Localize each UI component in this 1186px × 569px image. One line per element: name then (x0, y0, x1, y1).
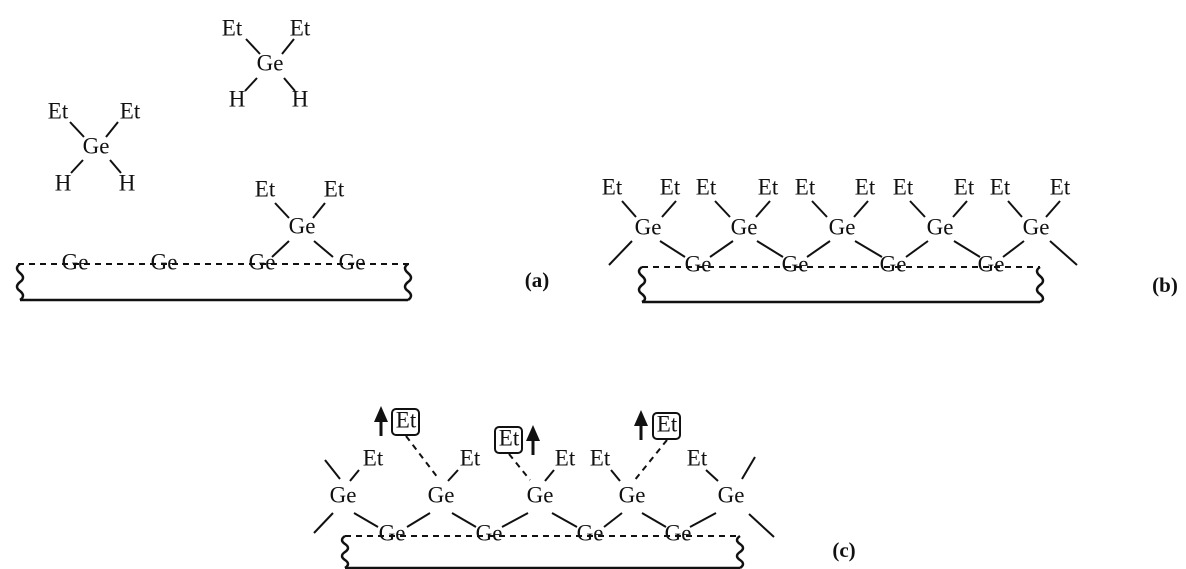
ethyl-bonds-b (621, 200, 1061, 218)
germanium-label: Ge (1023, 214, 1050, 239)
desorbing-ethyl-2: Et (494, 425, 540, 455)
ge-ge-bonds-c (353, 512, 717, 528)
surface-germanium-label: Ge (339, 249, 366, 274)
surface-slab-b: Ge Ge Ge Ge (637, 251, 1045, 304)
desorbing-ethyl-label: Et (396, 407, 417, 432)
surface-germanium-label: Ge (151, 249, 178, 274)
ethyl-label: Et (758, 174, 779, 199)
up-arrow-head-icon (526, 425, 540, 441)
germanium-label: Ge (330, 482, 357, 507)
germanium-label: Ge (257, 50, 284, 75)
surface-germanium-label: Ge (978, 251, 1005, 276)
germanium-label: Ge (527, 482, 554, 507)
germanium-label: Ge (428, 482, 455, 507)
ethyl-label: Et (893, 174, 914, 199)
panel-c: Et Et Et (313, 406, 856, 569)
ethyl-label: Et (602, 174, 623, 199)
surface-slab-a: Ge Ge Ge Ge (15, 249, 413, 302)
germanium-label: Ge (829, 214, 856, 239)
ethyl-label: Et (795, 174, 816, 199)
terminal-bonds-c (313, 456, 775, 538)
ethyl-label: Et (48, 98, 69, 123)
panel-label-c: (c) (832, 538, 855, 562)
ethyl-label: Et (120, 98, 141, 123)
ge-ge-bonds-b (608, 240, 1078, 266)
adsorbed-diethylgermane: Et Et Ge (255, 176, 345, 258)
germanium-label: Ge (635, 214, 662, 239)
surface-germanium-label: Ge (880, 251, 907, 276)
surface-germanium-label: Ge (782, 251, 809, 276)
surface-germanium-label: Ge (665, 520, 692, 545)
ethyl-label: Et (290, 15, 311, 40)
ethyl-label: Et (696, 174, 717, 199)
germanium-label: Ge (927, 214, 954, 239)
ethyl-label: Et (1050, 174, 1071, 199)
ethyl-label: Et (590, 445, 611, 470)
germanium-label: Ge (731, 214, 758, 239)
surface-germanium-label: Ge (476, 520, 503, 545)
ethyl-label: Et (363, 445, 384, 470)
surface-slab-c: Ge Ge Ge Ge (340, 520, 745, 569)
breaking-bonds-c (405, 435, 668, 482)
ethyl-label: Et (855, 174, 876, 199)
desorbing-ethyl-label: Et (657, 411, 678, 436)
germanium-label: Ge (289, 213, 316, 238)
surface-germanium-label: Ge (62, 249, 89, 274)
germanium-label: Ge (718, 482, 745, 507)
ethyl-box (652, 412, 681, 440)
hydrogen-label: H (55, 170, 72, 195)
molecule-diethylgermane-left: Et Et Ge H H (48, 98, 141, 195)
ethyl-label: Et (460, 445, 481, 470)
ethyl-box (494, 426, 523, 454)
molecule-diethylgermane-top: Et Et Ge H H (222, 15, 311, 111)
hydrogen-label: H (119, 170, 136, 195)
surface-germanium-label: Ge (249, 249, 276, 274)
ethyl-label: Et (255, 176, 276, 201)
up-arrow-head-icon (374, 406, 388, 422)
panel-label-b: (b) (1152, 273, 1178, 297)
surface-germanium-label: Ge (379, 520, 406, 545)
panel-a: Et Et Ge H H Et Et Ge H H Et Et Ge (15, 15, 550, 302)
ethyl-label: Et (555, 445, 576, 470)
hydrogen-label: H (292, 86, 309, 111)
ethyl-label: Et (990, 174, 1011, 199)
up-arrow-head-icon (634, 410, 648, 426)
germanium-label: Ge (619, 482, 646, 507)
desorbing-ethyl-1: Et (374, 406, 420, 436)
ethyl-label: Et (222, 15, 243, 40)
desorbing-ethyl-3: Et (634, 410, 681, 440)
ethyl-bonds-c (349, 469, 719, 482)
ethyl-box (391, 408, 420, 436)
ethyl-label: Et (954, 174, 975, 199)
surface-germanium-label: Ge (685, 251, 712, 276)
germanium-label: Ge (83, 133, 110, 158)
ethyl-label: Et (660, 174, 681, 199)
panel-b: Et Et Et Et Et Et Et Et Et Et Ge Ge Ge G… (602, 174, 1178, 304)
ethyl-label: Et (687, 445, 708, 470)
desorbing-ethyl-label: Et (499, 425, 520, 450)
surface-germanium-label: Ge (577, 520, 604, 545)
panel-label-a: (a) (525, 268, 550, 292)
ethyl-label: Et (324, 176, 345, 201)
hydrogen-label: H (229, 86, 246, 111)
